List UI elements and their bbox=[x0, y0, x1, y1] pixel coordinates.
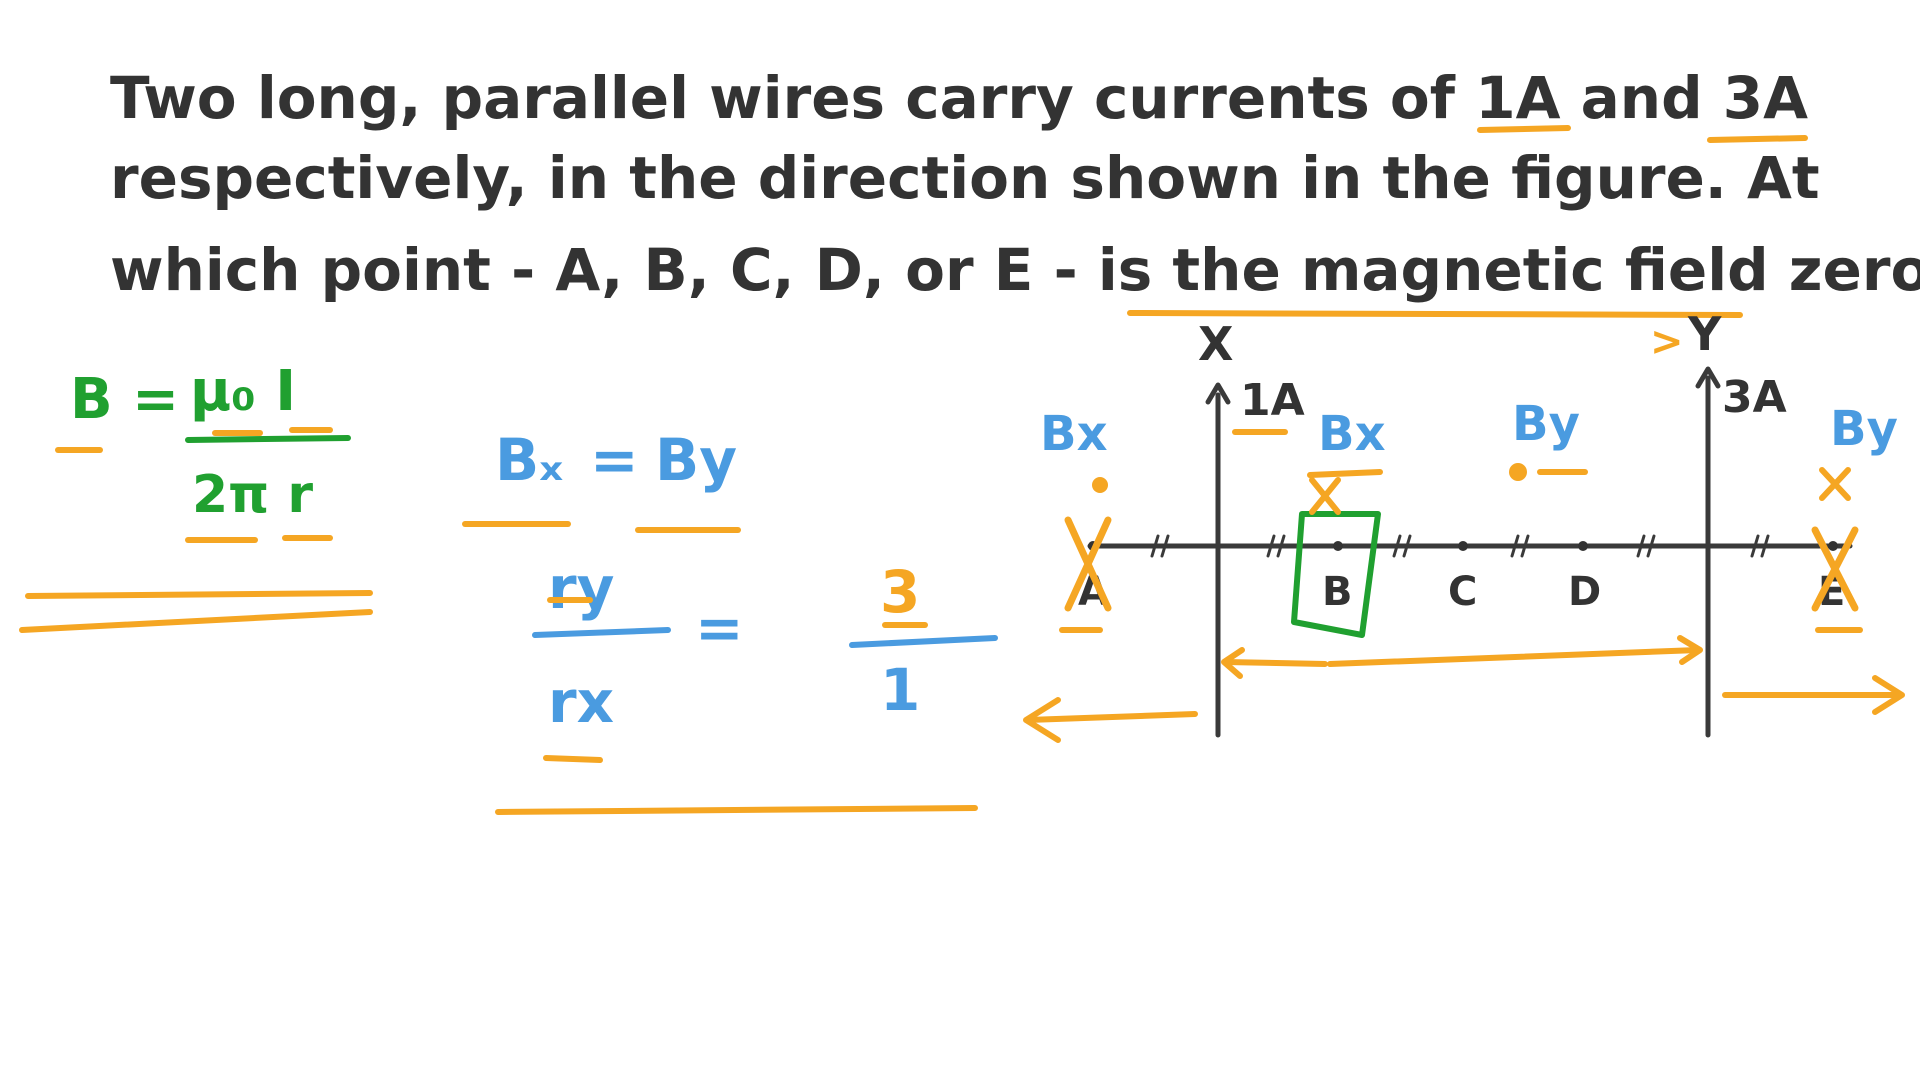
ratio-numerator: ry bbox=[548, 554, 614, 622]
underline-3a bbox=[1707, 135, 1808, 143]
value-fraction-bar bbox=[849, 635, 998, 648]
underline-bx-mid bbox=[1307, 469, 1383, 478]
formula-fraction-bar bbox=[185, 435, 351, 443]
field-by-right: By bbox=[1830, 401, 1898, 457]
wire-x-current: 1A bbox=[1240, 375, 1305, 426]
arrow-left-head bbox=[1023, 697, 1061, 743]
point-e-dot bbox=[1828, 541, 1838, 551]
ratio-equals: = bbox=[695, 594, 744, 662]
formula-block: B = μ₀ I 2π r bbox=[19, 359, 373, 633]
wire-x-arrowhead bbox=[1205, 382, 1231, 405]
arrow-ry-head bbox=[1677, 635, 1703, 665]
question-line-3: which point - A, B, C, D, or E - is the … bbox=[110, 236, 1920, 304]
ratio-fraction-bar bbox=[532, 627, 671, 638]
point-a-cross bbox=[1064, 516, 1112, 612]
point-e-cross bbox=[1811, 526, 1859, 612]
point-d-dot bbox=[1578, 541, 1588, 551]
wire-x-label: X bbox=[1198, 317, 1233, 371]
wire-y-current: 3A bbox=[1722, 372, 1787, 423]
point-e: E bbox=[1811, 526, 1863, 633]
value-denominator: 1 bbox=[880, 656, 920, 724]
question-line-2: respectively, in the direction shown in … bbox=[110, 144, 1820, 212]
wire-y-label: Y bbox=[1687, 307, 1722, 361]
arrow-rx bbox=[1222, 659, 1328, 667]
working-block: Bₓ = By ry rx = 3 1 bbox=[462, 426, 998, 815]
point-d-label: D bbox=[1568, 569, 1601, 615]
question-line-1: Two long, parallel wires carry currents … bbox=[110, 64, 1808, 132]
field-bx-mid: Bx bbox=[1318, 406, 1386, 462]
wire-figure: X 1A Y > 3A A B bbox=[1023, 307, 1905, 743]
double-line-bottom bbox=[19, 609, 373, 633]
point-b-label: B bbox=[1322, 569, 1353, 615]
point-b: B bbox=[1291, 511, 1381, 638]
arrow-left bbox=[1025, 711, 1198, 723]
question-text: Two long, parallel wires carry currents … bbox=[110, 64, 1920, 304]
point-a: A bbox=[1059, 516, 1112, 633]
point-b-selection-box bbox=[1291, 511, 1381, 638]
point-c-label: C bbox=[1448, 569, 1477, 615]
field-labels: Bx Bx By By bbox=[1040, 396, 1898, 515]
dot-out-of-page-mid bbox=[1509, 463, 1527, 481]
ratio-denominator: rx bbox=[548, 668, 614, 736]
equal-spacing-ticks bbox=[1150, 534, 1770, 558]
equation-equals: = bbox=[590, 426, 639, 494]
field-bx-left: Bx bbox=[1040, 406, 1108, 462]
question-underlines bbox=[1127, 125, 1808, 318]
greater-than-mark: > bbox=[1650, 319, 1684, 365]
formula-numerator: μ₀ I bbox=[190, 359, 296, 424]
arrow-rx-head bbox=[1221, 647, 1245, 679]
double-line-top bbox=[25, 590, 373, 599]
underline-1a bbox=[1477, 125, 1571, 133]
formula-denominator: 2π r bbox=[192, 465, 313, 525]
equation-by: By bbox=[655, 426, 737, 494]
dot-out-of-page-left bbox=[1092, 477, 1108, 493]
arrow-right-head bbox=[1872, 675, 1905, 715]
formula-lhs: B = bbox=[70, 367, 179, 432]
arrow-ry bbox=[1327, 647, 1701, 667]
underline-rx bbox=[543, 755, 603, 763]
field-by-mid: By bbox=[1512, 396, 1580, 452]
cross-into-page-right bbox=[1819, 467, 1851, 501]
point-c-dot bbox=[1458, 541, 1468, 551]
point-d: D bbox=[1568, 541, 1601, 615]
working-final-underline bbox=[495, 805, 978, 815]
point-b-dot bbox=[1333, 541, 1343, 551]
cross-into-page-mid bbox=[1309, 477, 1341, 515]
underline-magnetic-field-zero bbox=[1127, 310, 1743, 318]
wire-y-arrowhead bbox=[1695, 366, 1721, 389]
equation-bx: Bₓ bbox=[495, 426, 563, 494]
value-numerator: 3 bbox=[880, 558, 920, 626]
distance-arrows bbox=[1023, 635, 1905, 743]
point-c: C bbox=[1448, 541, 1477, 615]
